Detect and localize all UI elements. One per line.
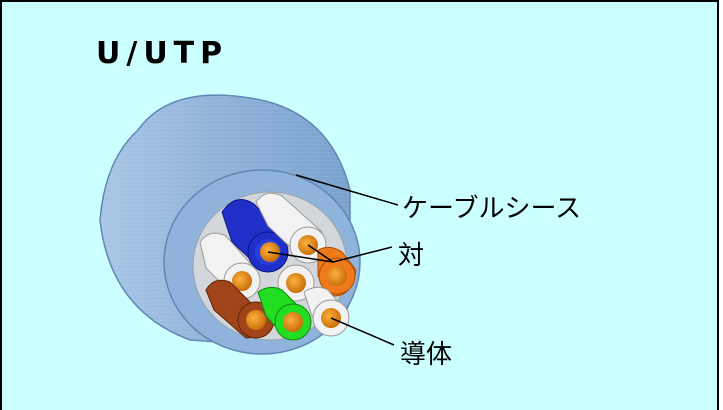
diagram-title: U/UTP: [96, 36, 229, 71]
white-blue-wire: [255, 192, 327, 264]
pair-leader-a: [267, 251, 334, 263]
conductor: [232, 271, 252, 291]
label-pair: 対: [398, 241, 425, 271]
label-conductor: 導体: [400, 340, 453, 370]
pair-leader-c: [332, 246, 393, 263]
conductor-leader: [330, 317, 395, 346]
sheath-leader: [295, 174, 399, 206]
conductor: [286, 273, 306, 293]
pair-leader-b: [307, 244, 334, 263]
green-wire: [257, 286, 312, 341]
orange-wire: [317, 246, 357, 297]
conductor: [246, 310, 266, 330]
conductor: [327, 266, 347, 286]
leader-lines: [267, 174, 399, 346]
conductor: [283, 312, 303, 332]
label-cable-sheath: ケーブルシース: [402, 194, 582, 224]
